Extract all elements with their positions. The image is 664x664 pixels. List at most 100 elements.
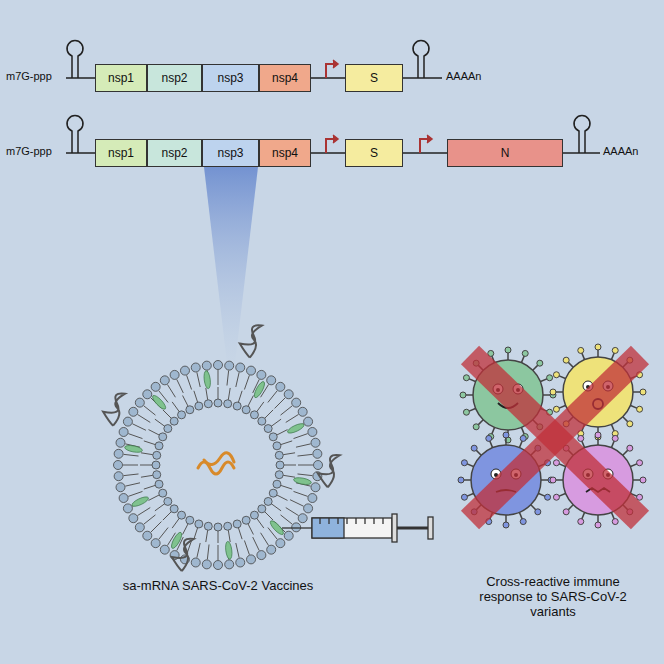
spike-tip <box>553 372 559 378</box>
lipid-head <box>257 551 266 560</box>
lipid-head <box>204 400 212 408</box>
lipid-head <box>224 522 232 530</box>
spike-tip <box>537 360 543 366</box>
lipid-head <box>170 505 178 513</box>
cholesterol <box>151 394 168 411</box>
spike-tip <box>458 477 464 483</box>
lipid-head <box>164 497 172 505</box>
lipid-tail <box>281 515 293 524</box>
lipid-tail <box>294 491 308 496</box>
spike-tip <box>520 519 526 525</box>
lipid-tail <box>206 530 208 542</box>
lipid-head <box>292 523 301 532</box>
lipid-tail <box>124 454 139 456</box>
gene-name: nsp1 <box>108 71 134 85</box>
spike-tip <box>563 357 569 363</box>
lipid-tail <box>141 453 153 455</box>
lipid-tail <box>183 396 188 407</box>
lipid-head <box>275 471 283 479</box>
lipid-head <box>114 461 123 470</box>
lipid-tail <box>238 528 242 539</box>
lipid-tail <box>298 465 313 466</box>
lipid-tail <box>149 430 160 435</box>
lipid-tail <box>238 391 242 402</box>
lipid-tail <box>283 475 295 477</box>
lipid-head <box>298 514 307 523</box>
lipid-head <box>308 494 317 503</box>
lipid-head <box>155 480 163 488</box>
lipid-head <box>151 382 160 391</box>
lipid-head <box>160 545 169 554</box>
lipid-tail <box>144 406 156 415</box>
lipid-tail <box>207 544 209 559</box>
gene-box: N <box>447 139 563 167</box>
spike-tip <box>612 435 618 441</box>
peg-chain <box>103 393 125 425</box>
lipid-head <box>276 382 285 391</box>
lipid-tail <box>286 508 299 516</box>
lipid-tail <box>218 531 219 543</box>
tick <box>355 518 356 524</box>
lipid-head <box>242 406 250 414</box>
lipid-head <box>214 523 222 531</box>
lipid-head <box>116 483 125 492</box>
lipid-head <box>214 561 223 570</box>
lipid-head <box>204 522 212 530</box>
lipid-tail <box>277 495 288 500</box>
lipid-tail <box>144 485 155 489</box>
spike-tip <box>520 435 526 441</box>
spike-tip <box>595 522 601 528</box>
lipid-tail <box>149 495 160 500</box>
gene-box: nsp4 <box>259 139 311 167</box>
polya-label: AAAAn <box>446 70 481 82</box>
lipid-head <box>284 390 293 399</box>
lipid-head <box>276 539 285 548</box>
tick <box>337 518 338 524</box>
spike-tip <box>578 347 584 353</box>
spike-tip <box>547 375 553 381</box>
lipid-head <box>178 411 186 419</box>
spike-tip <box>461 494 467 500</box>
lipid-tail <box>268 391 277 403</box>
spike-tip <box>463 375 469 381</box>
tick <box>382 518 383 524</box>
lipid-tail <box>141 475 153 477</box>
spike-tip <box>473 424 479 430</box>
lipid-tail <box>197 372 200 387</box>
gene-name: S <box>370 146 378 160</box>
spike-tip <box>486 435 492 441</box>
lipid-head <box>191 558 200 567</box>
spike-tip <box>460 392 466 398</box>
lipid-head <box>304 417 313 426</box>
lipid-tail <box>163 410 171 418</box>
lipid-tail <box>261 533 269 546</box>
tick <box>346 518 347 524</box>
spike-tip <box>637 460 643 466</box>
lipid-tail <box>167 385 175 398</box>
lipid-head <box>135 398 144 407</box>
lipid-head <box>123 417 132 426</box>
lipid-head <box>119 427 128 436</box>
lipid-head <box>135 523 144 532</box>
spike-tip <box>471 445 477 451</box>
cholesterol <box>286 422 305 435</box>
lipid-head <box>264 497 272 505</box>
peg-chain <box>240 325 262 357</box>
gene-box: nsp1 <box>95 139 147 167</box>
lipid-tail <box>155 504 165 511</box>
lipid-head <box>155 442 163 450</box>
spike-tip <box>553 406 559 412</box>
lipid-tail <box>271 419 281 426</box>
gene-box: S <box>345 64 403 92</box>
spike-tip <box>503 432 509 438</box>
lipid-head <box>298 407 307 416</box>
lipid-head <box>269 489 277 497</box>
lipid-head <box>304 504 313 513</box>
cholesterol <box>203 370 211 389</box>
lipid-head <box>170 370 179 379</box>
lipid-tail <box>128 491 142 496</box>
lipid-head <box>273 480 281 488</box>
gene-name: nsp2 <box>161 146 187 160</box>
cholesterol <box>252 380 266 399</box>
spike-tip <box>463 409 469 415</box>
